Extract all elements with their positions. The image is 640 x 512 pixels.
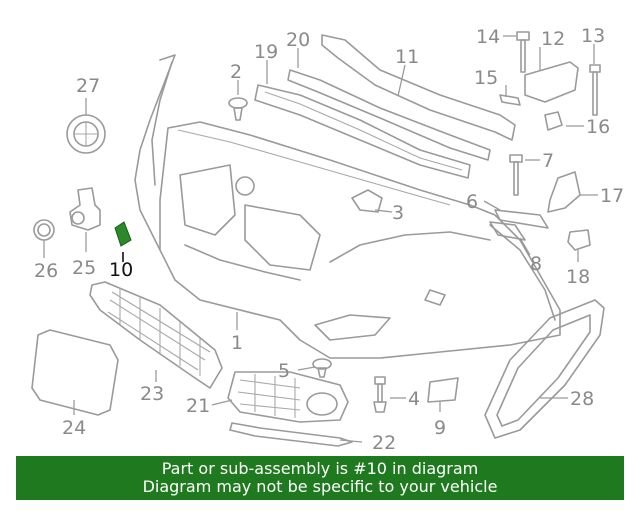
callout-18: 18 — [566, 266, 590, 288]
part-16-clip — [544, 111, 563, 131]
part-3-bracket — [351, 189, 383, 213]
callout-23: 23 — [140, 383, 164, 405]
callout-13: 13 — [581, 25, 605, 47]
part-28-side-trim — [484, 299, 605, 439]
part-1-bumper-cover — [134, 54, 561, 359]
part-12-bracket — [524, 61, 579, 103]
part-4-bolt — [373, 376, 387, 413]
callout-15: 15 — [474, 67, 498, 89]
callout-6: 6 — [466, 191, 478, 213]
callout-27: 27 — [76, 75, 100, 97]
info-banner: Part or sub-assembly is #10 in diagram D… — [16, 456, 624, 500]
part-18-cap — [567, 229, 591, 251]
part-24-license-plate-bracket — [31, 329, 119, 416]
banner-line-part-number: Part or sub-assembly is #10 in diagram — [161, 459, 479, 478]
callout-5: 5 — [278, 360, 290, 382]
callout-7: 7 — [542, 150, 554, 172]
callout-1: 1 — [231, 332, 243, 354]
callout-19: 19 — [254, 41, 278, 63]
part-5-clip — [312, 358, 332, 378]
part-6-strip — [494, 209, 549, 229]
part-14-bolt — [516, 31, 530, 73]
part-15-clip — [499, 94, 521, 106]
callout-10-highlighted: 10 — [109, 259, 133, 281]
part-8-strip — [489, 221, 526, 241]
callout-4: 4 — [408, 388, 420, 410]
callout-25: 25 — [72, 257, 96, 279]
part-23-lower-grille — [89, 281, 223, 389]
callout-9: 9 — [434, 417, 446, 439]
part-22-trim-strip — [229, 422, 353, 447]
part-26-ring — [33, 219, 55, 241]
callout-12: 12 — [541, 28, 565, 50]
callout-3: 3 — [392, 202, 404, 224]
callout-17: 17 — [600, 185, 624, 207]
callout-8: 8 — [530, 253, 542, 275]
callout-labels: 2 19 20 11 12 13 14 15 16 7 17 6 8 18 3 … — [34, 25, 624, 454]
part-11-reinforcement — [321, 34, 516, 141]
callout-14: 14 — [476, 26, 500, 48]
callout-16: 16 — [586, 116, 610, 138]
callout-2: 2 — [230, 61, 242, 83]
part-9-tow-cover — [427, 377, 459, 403]
callout-28: 28 — [570, 388, 594, 410]
part-7-bolt — [509, 154, 523, 196]
leader-lines — [43, 35, 598, 443]
part-17-bracket — [547, 171, 581, 213]
callout-22: 22 — [372, 432, 396, 454]
callout-21: 21 — [186, 395, 210, 417]
callout-26: 26 — [34, 260, 58, 282]
callout-24: 24 — [62, 417, 86, 439]
banner-line-disclaimer: Diagram may not be specific to your vehi… — [142, 477, 498, 496]
part-21-fog-grille — [227, 371, 349, 423]
part-27-emblem — [66, 114, 106, 154]
part-20-absorber — [287, 69, 491, 161]
part-2-push-clip — [228, 97, 248, 121]
part-25-park-sensor — [69, 187, 101, 231]
part-19-absorber — [254, 84, 471, 179]
callout-11: 11 — [395, 46, 419, 68]
part-10-highlighted[interactable] — [114, 221, 132, 247]
callout-20: 20 — [286, 29, 310, 51]
part-13-bolt — [589, 64, 601, 116]
